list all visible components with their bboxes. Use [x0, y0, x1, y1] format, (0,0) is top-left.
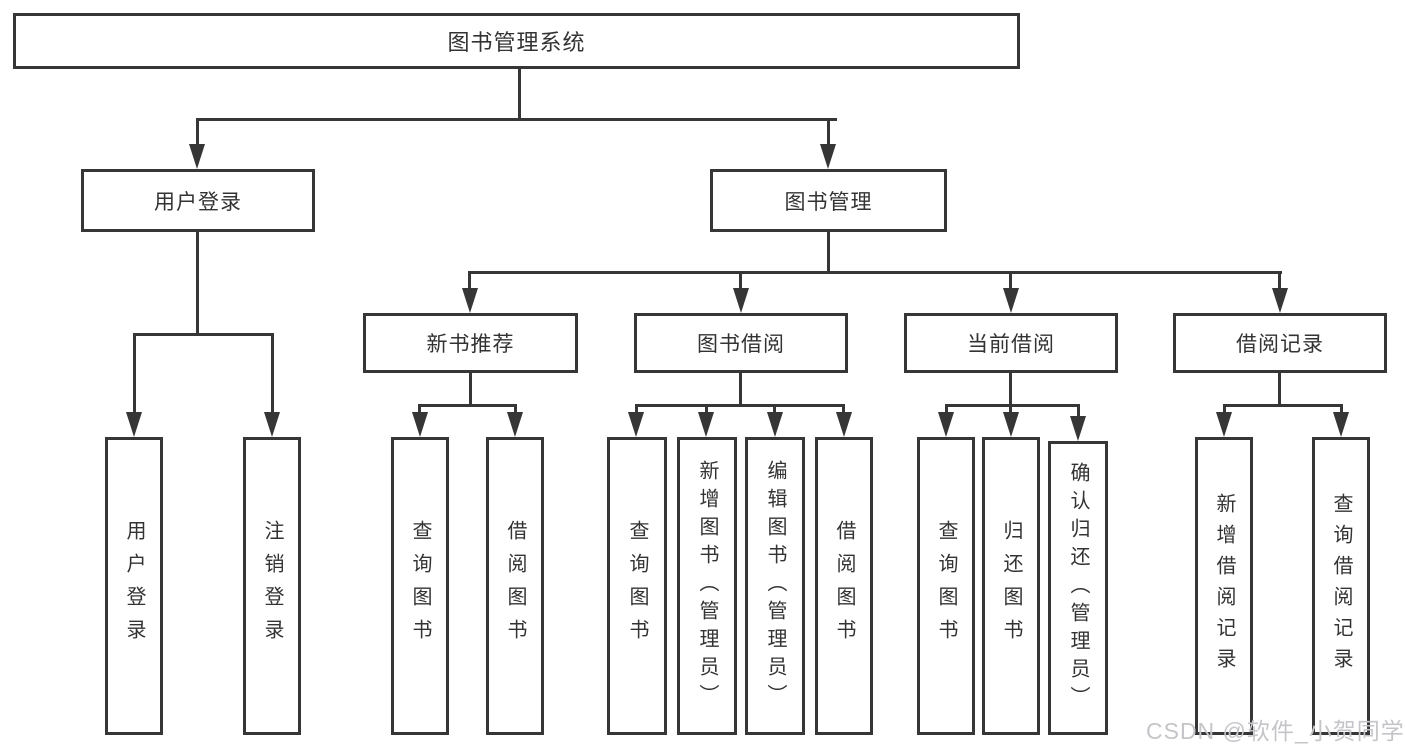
- connector-drop: [773, 404, 776, 416]
- arrowhead-down-icon: [1272, 288, 1288, 313]
- connector-new-book-rail: [418, 404, 517, 407]
- connector-root-stem: [518, 68, 521, 121]
- leaf-logout: 注销登录: [243, 437, 301, 735]
- connector-drop-leaf-logout: [271, 333, 274, 413]
- connector-drop: [1340, 404, 1343, 416]
- connector-drop: [418, 404, 421, 416]
- node-book-borrowing: 图书借阅: [634, 313, 848, 373]
- leaf-label: 查询图书: [409, 520, 431, 652]
- connector-book-mgmt-rail: [468, 271, 1282, 274]
- connector-drop-book-management: [827, 118, 830, 146]
- leaf-label: 编辑图书（管理员）: [764, 460, 786, 712]
- leaf-borrow-books-recommend: 借阅图书: [486, 437, 544, 735]
- connector-book-borrow-rail: [635, 404, 845, 407]
- node-user-login: 用户登录: [81, 169, 315, 232]
- connector-drop: [514, 404, 517, 416]
- node-label: 图书借阅: [697, 333, 785, 356]
- leaf-borrow-books: 借阅图书: [815, 437, 873, 735]
- connector-drop: [1223, 404, 1226, 416]
- node-label: 新书推荐: [426, 333, 515, 356]
- leaf-label: 用户登录: [123, 520, 145, 652]
- node-current-borrowing: 当前借阅: [904, 313, 1118, 373]
- connector-drop-book-borrow: [739, 271, 742, 291]
- leaf-user-login: 用户登录: [105, 437, 163, 735]
- leaf-label: 查询图书: [626, 520, 648, 652]
- arrowhead-down-icon: [1070, 416, 1086, 441]
- connector-drop-borrow-records: [1278, 271, 1281, 291]
- connector-drop: [945, 404, 948, 416]
- connector-current-borrow-rail: [945, 404, 1080, 407]
- connector-drop: [842, 404, 845, 416]
- arrowhead-down-icon: [767, 412, 783, 437]
- connector-current-borrow-stem: [1009, 373, 1012, 407]
- leaf-label: 查询图书: [935, 520, 957, 652]
- node-book-management: 图书管理: [710, 169, 947, 232]
- node-label: 图书管理系统: [447, 30, 586, 55]
- connector-book-borrow-stem: [739, 373, 742, 407]
- connector-drop: [1077, 404, 1080, 418]
- node-label: 当前借阅: [967, 333, 1055, 356]
- arrowhead-down-icon: [820, 144, 836, 169]
- leaf-confirm-return-admin: 确认归还（管理员）: [1048, 441, 1108, 735]
- arrowhead-down-icon: [1003, 288, 1019, 313]
- arrowhead-down-icon: [1333, 412, 1349, 437]
- leaf-label: 借阅图书: [504, 520, 526, 652]
- connector-new-book-stem: [469, 373, 472, 407]
- connector-borrow-records-stem: [1278, 373, 1281, 407]
- connector-drop-leaf-user-login: [133, 333, 136, 413]
- node-label: 图书管理: [784, 190, 873, 214]
- connector-user-login-stem: [196, 232, 199, 336]
- arrowhead-down-icon: [462, 288, 478, 313]
- arrowhead-down-icon: [264, 412, 280, 437]
- arrowhead-down-icon: [733, 288, 749, 313]
- connector-drop-new-book: [468, 271, 471, 291]
- arrowhead-down-icon: [938, 412, 954, 437]
- leaf-label: 新增借阅记录: [1213, 493, 1235, 679]
- arrowhead-down-icon: [698, 412, 714, 437]
- leaf-return-books: 归还图书: [982, 437, 1040, 735]
- connector-borrow-records-rail: [1223, 404, 1343, 407]
- leaf-add-book-admin: 新增图书（管理员）: [677, 437, 737, 735]
- leaf-label: 新增图书（管理员）: [696, 460, 718, 712]
- leaf-label: 归还图书: [1000, 520, 1022, 652]
- connector-drop: [635, 404, 638, 416]
- connector-book-mgmt-stem: [827, 232, 830, 274]
- arrowhead-down-icon: [628, 412, 644, 437]
- arrowhead-down-icon: [1003, 412, 1019, 437]
- connector-drop: [1009, 404, 1012, 416]
- leaf-label: 借阅图书: [833, 520, 855, 652]
- arrowhead-down-icon: [836, 412, 852, 437]
- arrowhead-down-icon: [507, 412, 523, 437]
- connector-root-rail: [196, 118, 837, 121]
- arrowhead-down-icon: [412, 412, 428, 437]
- leaf-query-books-borrow: 查询图书: [607, 437, 667, 735]
- leaf-query-books-current: 查询图书: [917, 437, 975, 735]
- leaf-label: 确认归还（管理员）: [1067, 462, 1089, 714]
- arrowhead-down-icon: [189, 144, 205, 169]
- leaf-edit-book-admin: 编辑图书（管理员）: [745, 437, 805, 735]
- csdn-watermark: CSDN @软件_小贺同学: [1146, 718, 1405, 744]
- node-library-management-system: 图书管理系统: [13, 13, 1020, 69]
- arrowhead-down-icon: [126, 412, 142, 437]
- leaf-label: 注销登录: [261, 520, 283, 652]
- node-label: 借阅记录: [1236, 333, 1324, 356]
- leaf-add-borrow-record: 新增借阅记录: [1195, 437, 1253, 735]
- arrowhead-down-icon: [1216, 412, 1232, 437]
- node-label: 用户登录: [154, 190, 242, 214]
- connector-drop-current-borrow: [1009, 271, 1012, 291]
- leaf-query-books-recommend: 查询图书: [391, 437, 449, 735]
- connector-user-login-rail: [133, 333, 274, 336]
- leaf-label: 查询借阅记录: [1330, 493, 1352, 679]
- connector-drop-user-login: [196, 118, 199, 146]
- leaf-query-borrow-record: 查询借阅记录: [1312, 437, 1370, 735]
- node-new-book-recommendation: 新书推荐: [363, 313, 578, 373]
- node-borrowing-records: 借阅记录: [1173, 313, 1387, 373]
- connector-drop: [705, 404, 708, 416]
